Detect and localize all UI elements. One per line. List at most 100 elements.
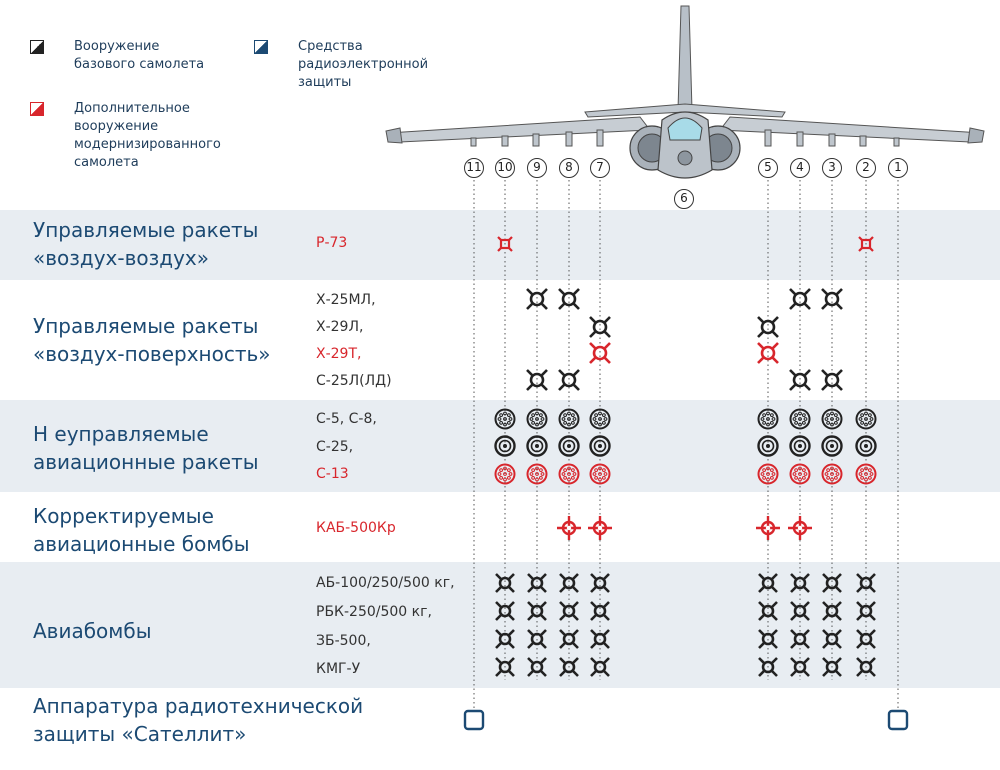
- station-6: 6: [674, 189, 694, 209]
- agm-icon: [526, 288, 548, 310]
- weapon-zb500: ЗБ-500,: [316, 633, 371, 649]
- bomb-icon: [495, 629, 515, 649]
- station-4: 4: [790, 158, 810, 178]
- weapon-s25l: С-25Л(ЛД): [316, 373, 392, 389]
- category-ecm: Аппаратура радиотехнической защиты «Сате…: [33, 694, 364, 746]
- agm-icon: [821, 369, 843, 391]
- station-9: 9: [527, 158, 547, 178]
- station-1: 1: [888, 158, 908, 178]
- bomb-icon: [822, 657, 842, 677]
- weapon-kh25ml: Х-25МЛ,: [316, 292, 376, 308]
- legend-base: Вооружение базового самолета: [30, 38, 204, 74]
- rocket-pod-large-icon: [494, 435, 516, 457]
- weapon-kh29t: Х-29Т,: [316, 346, 362, 362]
- station-2: 2: [856, 158, 876, 178]
- weapon-kmg-u: КМГ-У: [316, 661, 361, 677]
- legend-ecm: Средства радиоэлектронной защиты: [254, 38, 428, 92]
- rocket-pod-large-icon: [558, 435, 580, 457]
- bomb-icon: [790, 573, 810, 593]
- weapon-s13: С-13: [316, 466, 349, 482]
- rocket-pod-large-icon: [589, 435, 611, 457]
- station-5: 5: [758, 158, 778, 178]
- bomb-icon: [758, 657, 778, 677]
- bomb-icon: [758, 601, 778, 621]
- bomb-icon: [495, 573, 515, 593]
- bomb-icon: [856, 629, 876, 649]
- rocket-pod-icon: [494, 408, 516, 430]
- bomb-icon: [495, 601, 515, 621]
- bomb-icon: [822, 629, 842, 649]
- agm-icon: [789, 369, 811, 391]
- bomb-icon: [590, 657, 610, 677]
- station-7: 7: [590, 158, 610, 178]
- rocket-pod-icon: [589, 463, 611, 485]
- rocket-pod-icon: [821, 408, 843, 430]
- weapon-kab500kr: КАБ-500Кр: [316, 520, 396, 536]
- rocket-pod-icon: [526, 408, 548, 430]
- guided-bomb-icon: [756, 516, 780, 540]
- agm-icon: [757, 342, 779, 364]
- legend-swatch-icon: [30, 40, 44, 54]
- rocket-pod-icon: [558, 463, 580, 485]
- legend-swatch-icon: [254, 40, 268, 54]
- category-agm: Управляемые ракеты «воздух-поверхность»: [33, 314, 271, 366]
- agm-icon: [757, 316, 779, 338]
- station-3: 3: [822, 158, 842, 178]
- bomb-icon: [527, 601, 547, 621]
- rocket-pod-large-icon: [821, 435, 843, 457]
- bomb-icon: [590, 573, 610, 593]
- bomb-icon: [856, 601, 876, 621]
- bomb-icon: [559, 573, 579, 593]
- weapon-s5-s8: С-5, С-8,: [316, 411, 377, 427]
- bomb-icon: [527, 657, 547, 677]
- guided-bomb-icon: [788, 516, 812, 540]
- rocket-pod-icon: [757, 408, 779, 430]
- rocket-pod-large-icon: [757, 435, 779, 457]
- rocket-pod-icon: [558, 408, 580, 430]
- legend-additional: Дополнительное вооружение модернизирован…: [30, 100, 221, 172]
- rocket-pod-icon: [757, 463, 779, 485]
- rocket-pod-icon: [821, 463, 843, 485]
- agm-icon: [589, 342, 611, 364]
- bomb-icon: [559, 657, 579, 677]
- aam-icon: [858, 236, 874, 252]
- agm-icon: [821, 288, 843, 310]
- bomb-icon: [856, 657, 876, 677]
- bomb-icon: [527, 573, 547, 593]
- agm-icon: [558, 369, 580, 391]
- station-11: 11: [464, 158, 484, 178]
- weapon-rbk: РБК-250/500 кг,: [316, 604, 432, 620]
- weapon-ab: АБ-100/250/500 кг,: [316, 575, 455, 591]
- agm-icon: [589, 316, 611, 338]
- station-10: 10: [495, 158, 515, 178]
- agm-icon: [558, 288, 580, 310]
- rocket-pod-icon: [494, 463, 516, 485]
- ecm-pod-icon: [887, 709, 909, 731]
- category-aam: Управляемые ракеты «воздух-воздух»: [33, 218, 259, 270]
- category-rockets: Н еуправляемые авиационные ракеты: [33, 422, 259, 474]
- rocket-pod-icon: [855, 408, 877, 430]
- bomb-icon: [856, 573, 876, 593]
- bomb-icon: [822, 573, 842, 593]
- weapon-kh29l: Х-29Л,: [316, 319, 364, 335]
- rocket-pod-icon: [855, 463, 877, 485]
- category-guided-bombs: Корректируемые авиационные бомбы: [33, 504, 250, 556]
- bomb-icon: [758, 573, 778, 593]
- rocket-pod-large-icon: [526, 435, 548, 457]
- rocket-pod-icon: [589, 408, 611, 430]
- weapon-s25: С-25,: [316, 439, 354, 455]
- bomb-icon: [790, 657, 810, 677]
- aam-icon: [497, 236, 513, 252]
- bomb-icon: [790, 601, 810, 621]
- legend-swatch-icon: [30, 102, 44, 116]
- bomb-icon: [590, 629, 610, 649]
- ecm-pod-icon: [463, 709, 485, 731]
- rocket-pod-icon: [789, 463, 811, 485]
- bomb-icon: [790, 629, 810, 649]
- bomb-icon: [559, 601, 579, 621]
- bomb-icon: [822, 601, 842, 621]
- guided-bomb-icon: [557, 516, 581, 540]
- rocket-pod-large-icon: [855, 435, 877, 457]
